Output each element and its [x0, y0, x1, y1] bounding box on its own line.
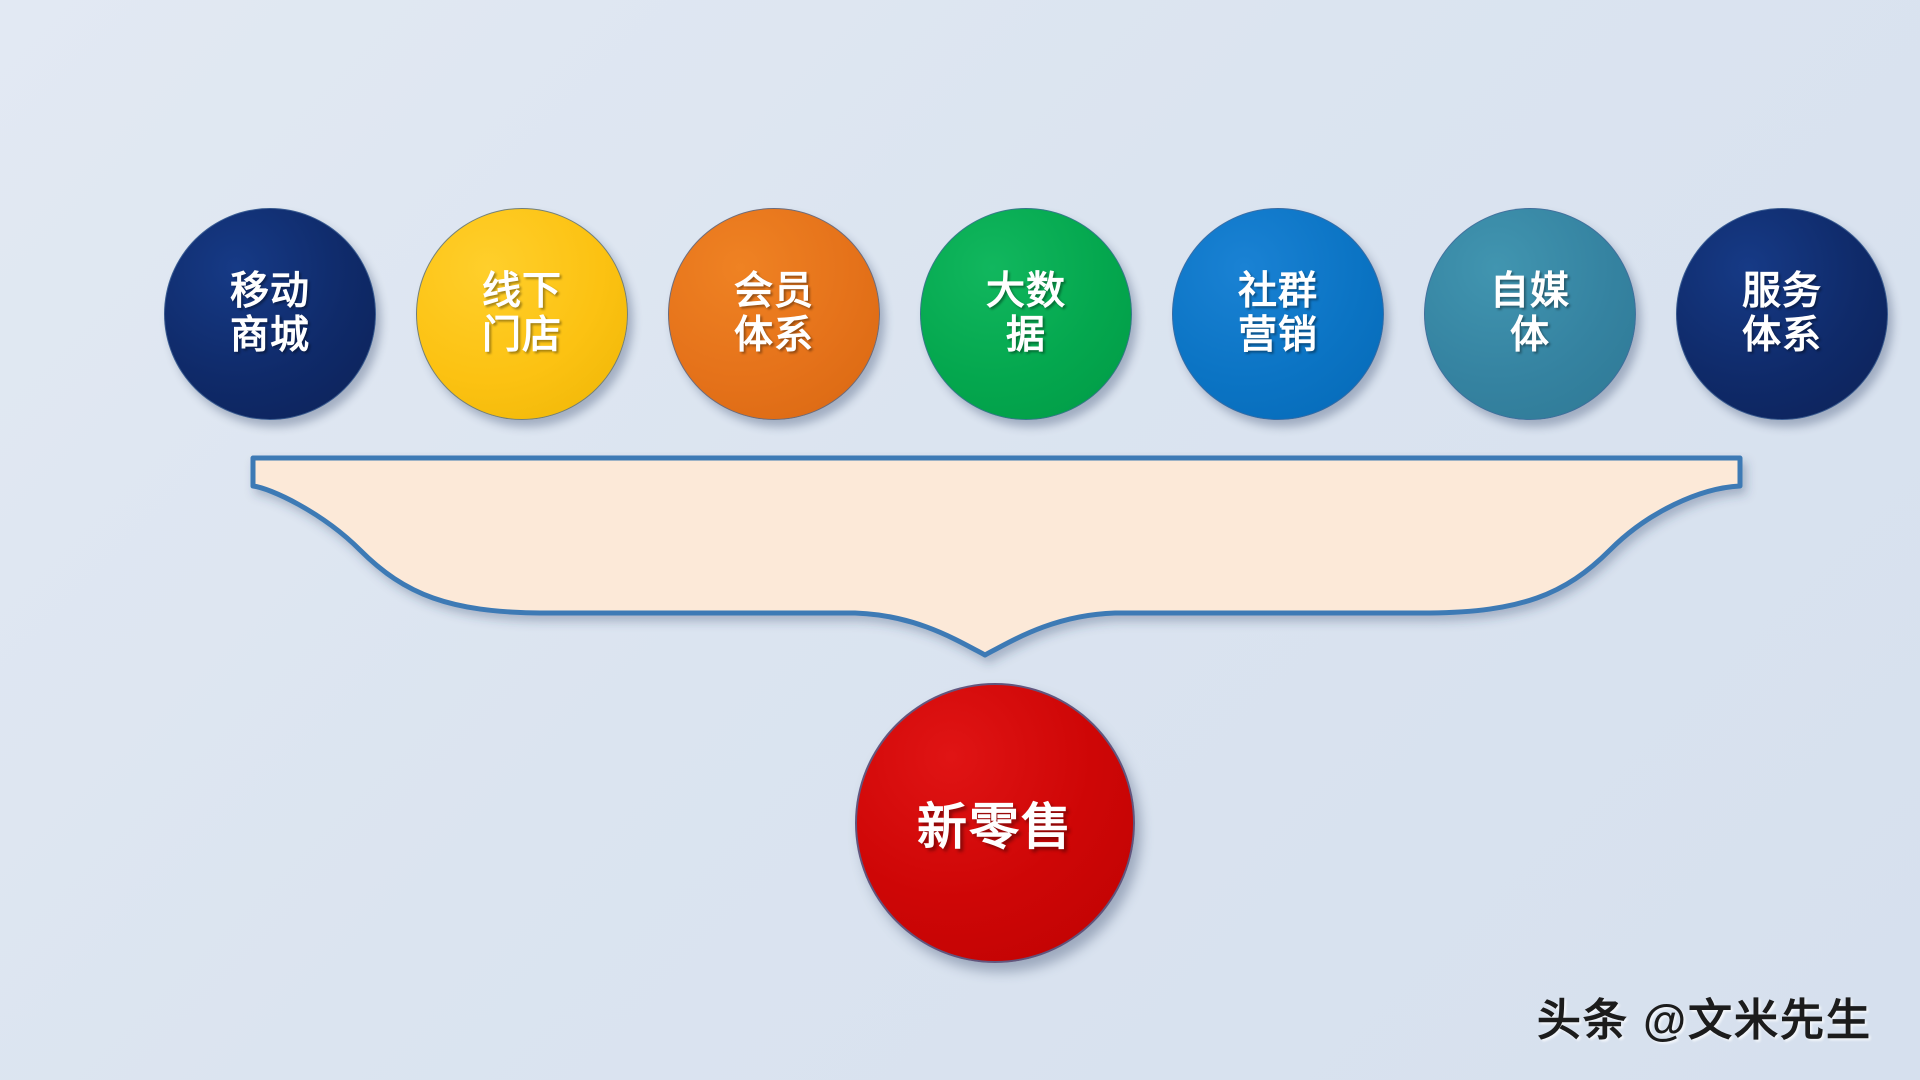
node-label: 会员 体系 [733, 269, 814, 357]
node-label: 线下 门店 [481, 269, 562, 357]
brace-shape [250, 455, 1743, 658]
node-big-data[interactable]: 大数 据 [920, 208, 1132, 420]
watermark-text: 头条 @文米先生 [1536, 996, 1872, 1045]
node-self-media[interactable]: 自媒 体 [1424, 208, 1636, 420]
node-label: 自媒 体 [1489, 269, 1570, 357]
node-membership-system[interactable]: 会员 体系 [668, 208, 880, 420]
node-label: 大数 据 [985, 269, 1066, 357]
node-label: 服务 体系 [1741, 269, 1822, 357]
node-mobile-mall[interactable]: 移动 商城 [164, 208, 376, 420]
curly-brace-connector [0, 452, 1920, 682]
node-offline-store[interactable]: 线下 门店 [416, 208, 628, 420]
brace-path [250, 455, 1743, 658]
node-label: 移动 商城 [229, 269, 310, 357]
node-service-system[interactable]: 服务 体系 [1676, 208, 1888, 420]
node-community-marketing[interactable]: 社群 营销 [1172, 208, 1384, 420]
hub-node-new-retail[interactable]: 新零售 [855, 683, 1135, 963]
node-label: 社群 营销 [1237, 269, 1318, 357]
hub-label: 新零售 [917, 799, 1073, 855]
